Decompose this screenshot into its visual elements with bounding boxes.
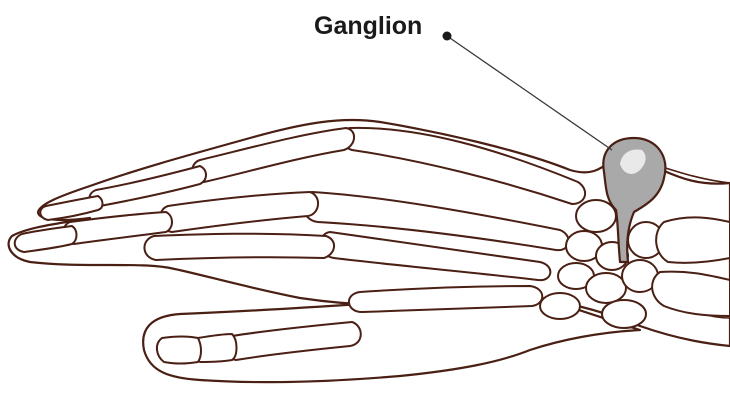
leader-dot xyxy=(443,32,452,41)
ganglion-label: Ganglion xyxy=(314,11,422,41)
callout-leader xyxy=(443,32,613,151)
leader-line xyxy=(447,36,612,150)
